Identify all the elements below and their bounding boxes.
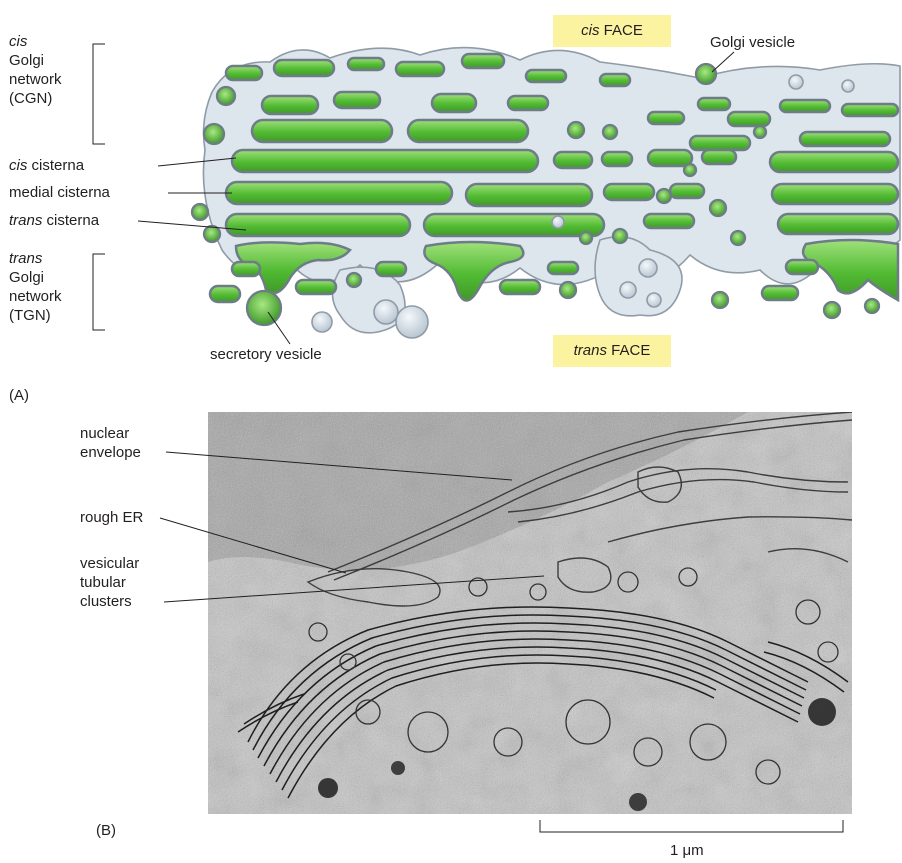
tgn-label-line-2: network: [9, 288, 62, 305]
tgn-label-line-3: (TGN): [9, 307, 51, 324]
nuclear-envelope-line-2: envelope: [80, 444, 141, 461]
cis-cisterna: [232, 150, 538, 172]
golgi-illustration: [0, 0, 902, 400]
vtc-label: vesicular tubular clusters: [80, 554, 139, 611]
panel-a-label: (A): [9, 386, 29, 405]
golgi-vesicle-shape: [696, 64, 716, 84]
secretory-vesicle-label: secretory vesicle: [210, 345, 322, 364]
trans-cisterna-rest: cisterna: [42, 212, 99, 229]
cgn-label-em: cis: [9, 33, 27, 50]
cis-cisterna-label: cis cisterna: [9, 156, 84, 175]
trans-cisterna: [226, 214, 410, 236]
tgn-bracket: [93, 254, 105, 330]
tgn-label-em: trans: [9, 250, 42, 267]
medial-cisterna-label: medial cisterna: [9, 183, 110, 202]
trans-cisterna-label: trans cisterna: [9, 211, 99, 230]
nuclear-envelope-label: nuclear envelope: [80, 424, 141, 462]
cis-face-rest: FACE: [599, 22, 642, 39]
panel-b-label: (B): [96, 821, 116, 840]
cgn-bracket: [93, 44, 105, 144]
electron-micrograph: [208, 412, 852, 814]
cis-face-label: cis FACE: [553, 15, 671, 47]
micrograph-texture: [208, 412, 852, 814]
trans-face-em: trans: [574, 342, 607, 359]
trans-cisterna-em: trans: [9, 212, 42, 229]
cis-cisterna-em: cis: [9, 157, 27, 174]
trans-face-rest: FACE: [607, 342, 650, 359]
scale-bar-label: 1 μm: [670, 841, 704, 860]
vtc-line-3: clusters: [80, 593, 132, 610]
vtc-line-1: vesicular: [80, 555, 139, 572]
golgi-vesicle-label: Golgi vesicle: [710, 33, 795, 52]
cis-face-em: cis: [581, 22, 599, 39]
vtc-line-2: tubular: [80, 574, 126, 591]
rough-er-label: rough ER: [80, 508, 143, 527]
cgn-label-line-1: Golgi: [9, 52, 44, 69]
medial-cisterna: [226, 182, 452, 204]
large-grey-vesicle: [396, 306, 428, 338]
secretory-vesicle-shape: [247, 291, 281, 325]
cis-cisterna-rest: cisterna: [27, 157, 84, 174]
golgi-vesicle-leader: [712, 52, 734, 72]
nuclear-envelope-line-1: nuclear: [80, 425, 129, 442]
cgn-label-line-2: network: [9, 71, 62, 88]
cgn-label: cis Golgi network (CGN): [9, 32, 62, 108]
cgn-label-line-3: (CGN): [9, 90, 52, 107]
scale-bar: [540, 820, 843, 832]
trans-face-label: trans FACE: [553, 335, 671, 367]
tgn-label: trans Golgi network (TGN): [9, 249, 62, 325]
tgn-label-line-1: Golgi: [9, 269, 44, 286]
